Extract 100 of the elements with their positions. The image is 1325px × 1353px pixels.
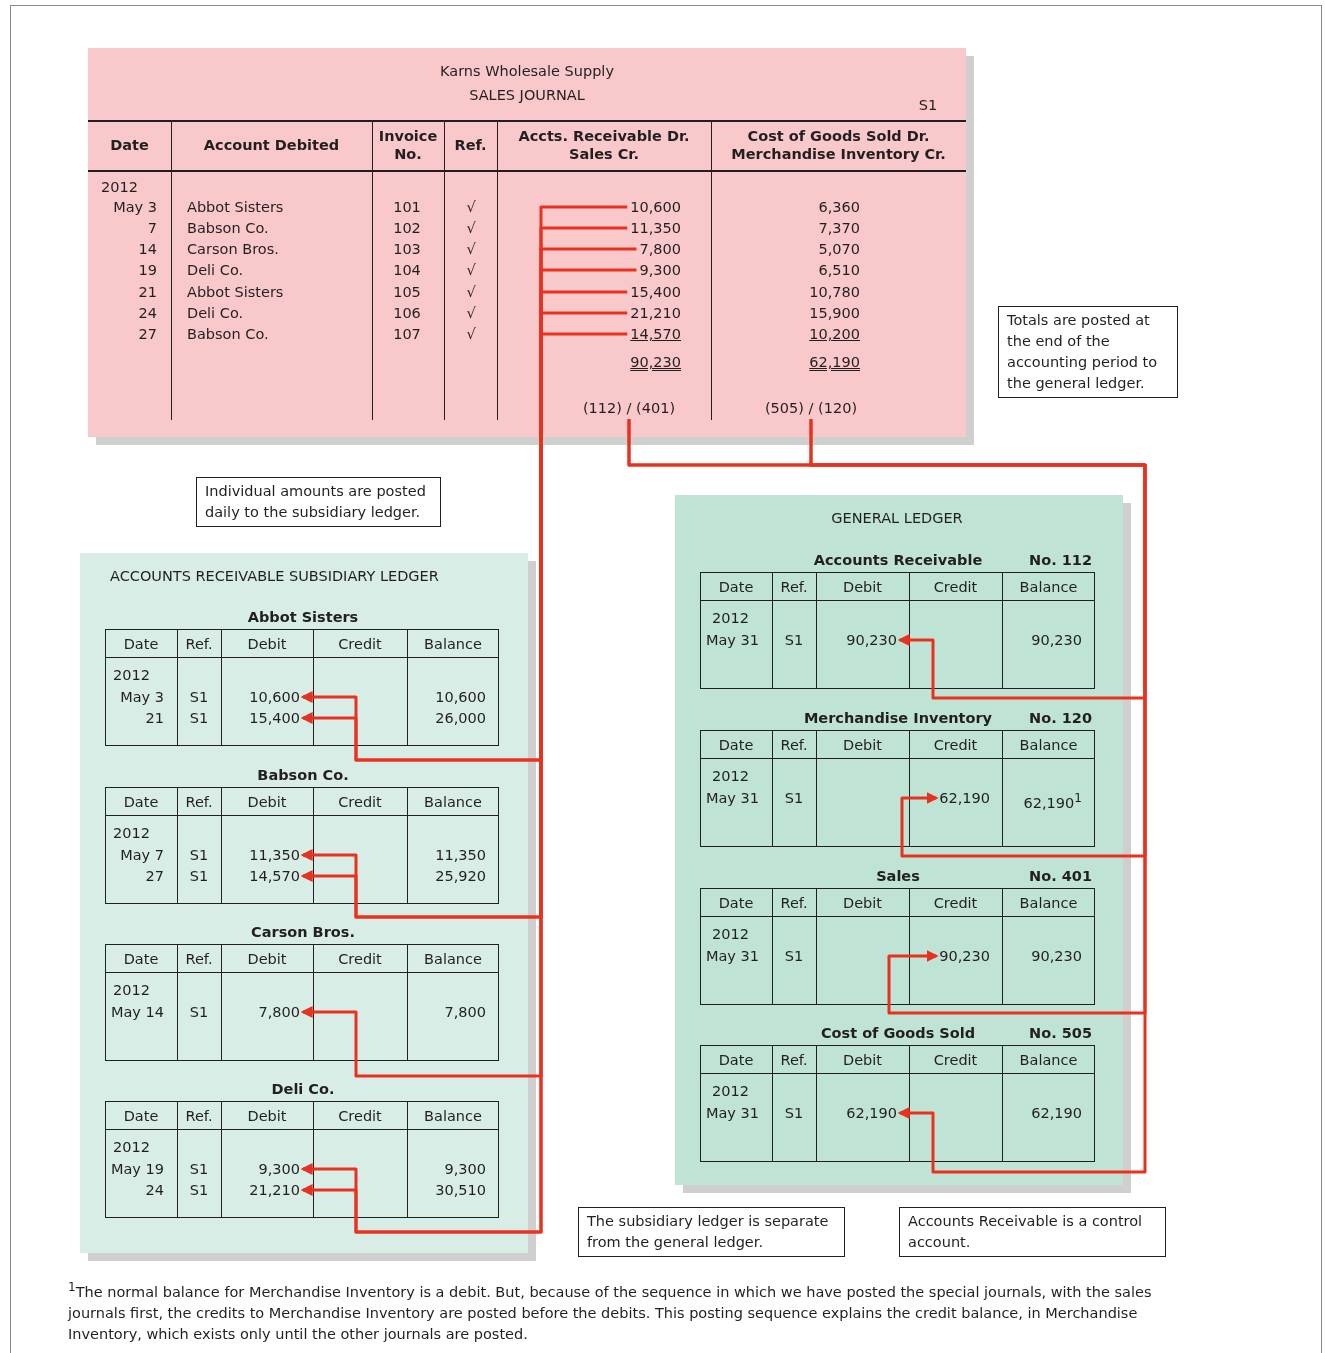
amount-text: 9,300: [444, 1160, 486, 1178]
ledger-title: GENERAL LEDGER: [831, 509, 963, 527]
invoice-number: 102: [393, 219, 421, 237]
check-mark: √: [466, 283, 476, 301]
account-title: Babson Co.: [257, 766, 349, 784]
note-text: Accounts Receivable is a control account.: [908, 1212, 1144, 1252]
column-header: Date: [718, 1051, 754, 1069]
column-header: Debit: [843, 894, 882, 912]
amount-text: 15,400: [630, 283, 681, 301]
note-text: Totals are posted at the end of the accounting period to the general ledger.: [1007, 311, 1159, 393]
total-amount: 90,230: [630, 353, 681, 371]
column-header: Ref.: [453, 136, 488, 154]
posting-reference: (112) / (401): [582, 399, 676, 417]
amount-text: 26,000: [435, 709, 486, 727]
account-number: No. 120: [1029, 709, 1092, 727]
posting-arrow: [300, 247, 637, 1078]
column-header: Accts. Receivable Dr. Sales Cr.: [517, 127, 691, 163]
date-text: 21: [138, 283, 157, 301]
amount-text: 90,230: [939, 947, 990, 965]
ref-text: S1: [189, 1181, 209, 1199]
amount-text: 11,350: [630, 219, 681, 237]
column-header: Ref.: [780, 736, 808, 754]
date-text: 21: [145, 709, 164, 727]
column-header: Ref.: [185, 1107, 213, 1125]
ref-text: S1: [189, 846, 209, 864]
column-header: Debit: [247, 635, 287, 653]
ref-text: S1: [784, 631, 804, 649]
account-title: Abbot Sisters: [247, 608, 359, 626]
invoice-number: 107: [393, 325, 421, 343]
amount-text: 90,230: [1031, 947, 1082, 965]
column-header: Credit: [338, 1107, 382, 1125]
amount-text: 10,600: [630, 198, 681, 216]
year-text: 2012: [101, 178, 138, 196]
account-number: No. 401: [1029, 867, 1092, 885]
ref-text: S1: [784, 789, 804, 807]
account-name: Abbot Sisters: [187, 283, 284, 301]
date-text: May 31: [705, 1104, 759, 1122]
posting-arrow: [809, 419, 1147, 1174]
amount-text: 11,350: [249, 846, 300, 864]
column-header: Date: [123, 950, 159, 968]
year-text: 2012: [712, 925, 749, 943]
check-mark: √: [466, 304, 476, 322]
date-text: 24: [145, 1181, 164, 1199]
invoice-number: 104: [393, 261, 421, 279]
note-box: [899, 1207, 1166, 1257]
amount-text: 62,190: [846, 1104, 897, 1122]
column-header: Date: [718, 578, 754, 596]
column-header: Debit: [843, 736, 882, 754]
ref-text: S1: [784, 947, 804, 965]
ref-text: S1: [189, 709, 209, 727]
posting-reference: (505) / (120): [764, 399, 858, 417]
date-text: May 3: [120, 688, 164, 706]
column-header: Debit: [843, 578, 882, 596]
account-title: Accounts Receivable: [813, 551, 983, 569]
ref-text: S1: [189, 1160, 209, 1178]
column-header: Balance: [1019, 736, 1078, 754]
account-name: Deli Co.: [187, 261, 244, 279]
journal-number: S1: [918, 96, 938, 114]
ref-text: S1: [189, 688, 209, 706]
posting-arrow: [627, 419, 1147, 1015]
note-box: [998, 306, 1178, 398]
account-name: Abbot Sisters: [187, 198, 284, 216]
amount-text: 9,300: [258, 1160, 300, 1178]
column-header: Invoice No.: [377, 127, 439, 163]
amount-text: 15,900: [809, 304, 860, 322]
account-title: Carson Bros.: [251, 923, 355, 941]
amount-text: 7,800: [258, 1003, 300, 1021]
amount-text: 10,780: [809, 283, 860, 301]
date-text: 14: [138, 240, 157, 258]
year-text: 2012: [113, 1138, 150, 1156]
column-header: Credit: [338, 635, 382, 653]
account-number: No. 112: [1029, 551, 1092, 569]
amount-text: 14,570: [249, 867, 300, 885]
column-header: Ref.: [185, 793, 213, 811]
amount-text: 10,600: [249, 688, 300, 706]
amount-text: 7,800: [639, 240, 681, 258]
year-text: 2012: [712, 1082, 749, 1100]
account-number: No. 505: [1029, 1024, 1092, 1042]
amount-text: 15,400: [249, 709, 300, 727]
check-mark: √: [466, 325, 476, 343]
column-header: Ref.: [780, 894, 808, 912]
amount-text: 90,230: [1031, 631, 1082, 649]
column-header: Balance: [1019, 1051, 1078, 1069]
column-header: Date: [109, 136, 150, 154]
check-mark: √: [466, 198, 476, 216]
check-mark: √: [466, 240, 476, 258]
account-title: Sales: [876, 867, 920, 885]
amount-text: 7,800: [444, 1003, 486, 1021]
check-mark: √: [466, 219, 476, 237]
column-header: Date: [718, 736, 754, 754]
amount-text: 25,920: [435, 867, 486, 885]
invoice-number: 103: [393, 240, 421, 258]
column-header: Ref.: [780, 578, 808, 596]
column-header: Ref.: [185, 635, 213, 653]
column-header: Debit: [843, 1051, 882, 1069]
year-text: 2012: [113, 981, 150, 999]
date-text: May 19: [110, 1160, 164, 1178]
date-text: 27: [145, 867, 164, 885]
account-name: Babson Co.: [187, 325, 269, 343]
amount-text: 10,600: [435, 688, 486, 706]
